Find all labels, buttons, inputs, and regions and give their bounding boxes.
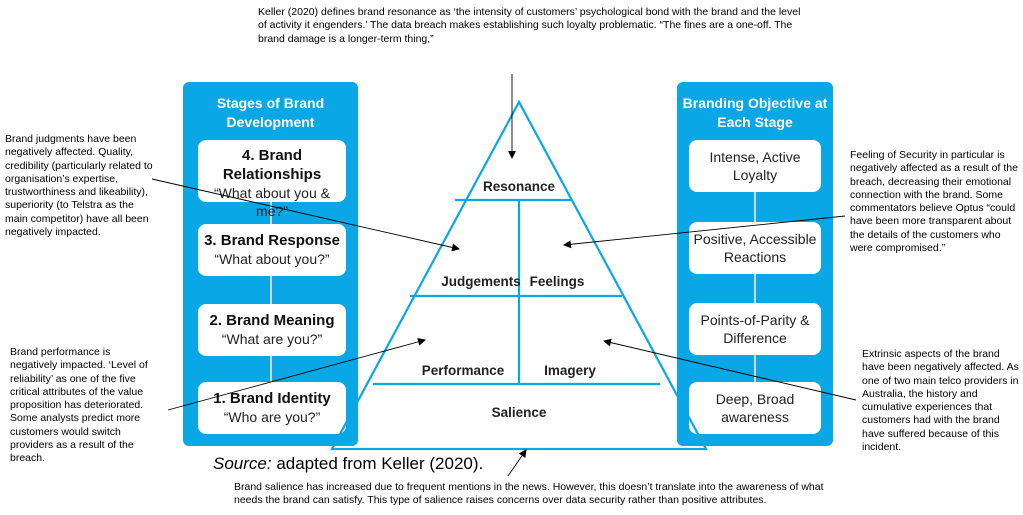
pyramid-salience-label: Salience <box>492 405 547 420</box>
stages-title-line1: Stages of Brand <box>216 95 325 111</box>
top-note: Keller (2020) defines brand resonance as… <box>258 6 801 45</box>
arrow-performance <box>167 337 426 411</box>
stages-panel: Stages of Brand Development 4. Brand Rel… <box>183 82 358 446</box>
stage-3-title: 3. Brand Response <box>204 232 340 249</box>
stage-card-meaning: 2. Brand Meaning “What are you?” <box>198 304 346 356</box>
stage-1-question: “Who are you?” <box>223 409 321 425</box>
pyramid-judgements-label: Judgements <box>441 274 521 289</box>
objective-1-line2: awareness <box>721 409 789 425</box>
judgments-note: Brand judgments have been negatively aff… <box>5 133 153 239</box>
stage-4-title-2: Relationships <box>222 166 322 183</box>
objectives-title-line2: Each Stage <box>717 114 793 130</box>
stages-title-line2: Development <box>226 114 315 130</box>
pyramid-outline <box>330 99 708 451</box>
objective-3-line2: Reactions <box>723 249 787 265</box>
objectives-title-line1: Branding Objective at <box>682 95 828 111</box>
feelings-note: Feeling of Security in particular is neg… <box>850 149 1018 255</box>
objective-2-line2: Difference <box>723 330 787 346</box>
objectives-panel-title: Branding Objective at Each Stage <box>677 94 833 132</box>
stage-1-title: 1. Brand Identity <box>213 390 331 407</box>
arrow-feelings <box>563 215 846 249</box>
source-caption: Source: adapted from Keller (2020). <box>213 454 483 474</box>
stage-4-question: “What about you & me?” <box>214 185 330 219</box>
performance-note: Brand performance is negatively impacted… <box>10 346 148 465</box>
stage-2-title: 2. Brand Meaning <box>209 312 335 329</box>
objective-card-awareness: Deep, Broad awareness <box>689 382 821 434</box>
stage-card-identity: 1. Brand Identity “Who are you?” <box>198 382 346 434</box>
objective-card-reactions: Positive, Accessible Reactions <box>689 222 821 274</box>
source-text: adapted from Keller (2020). <box>271 454 484 473</box>
objectives-connector <box>754 187 756 387</box>
objective-3-line1: Positive, Accessible <box>693 231 817 247</box>
objective-4-line1: Intense, Active <box>709 149 801 165</box>
imagery-note: Extrinsic aspects of the brand have been… <box>862 348 1019 454</box>
objective-2-line1: Points-of-Parity & <box>700 312 810 328</box>
pyramid-resonance-label: Resonance <box>483 179 556 194</box>
arrow-imagery <box>603 338 857 401</box>
objective-4-line2: Loyalty <box>732 167 778 183</box>
objective-card-loyalty: Intense, Active Loyalty <box>689 140 821 192</box>
pyramid-performance-label: Performance <box>422 363 505 378</box>
stage-2-question: “What are you?” <box>221 331 323 347</box>
stages-connector <box>270 192 272 387</box>
source-label: Source: <box>213 454 272 473</box>
objective-1-line1: Deep, Broad <box>715 391 795 407</box>
stage-card-response: 3. Brand Response “What about you?” <box>198 224 346 276</box>
arrow-salience <box>507 449 527 477</box>
pyramid-feelings-label: Feelings <box>530 274 585 289</box>
objective-card-parity: Points-of-Parity & Difference <box>689 303 821 355</box>
stage-4-title: 4. Brand <box>241 147 302 164</box>
pyramid-imagery-label: Imagery <box>544 363 596 378</box>
stages-panel-title: Stages of Brand Development <box>183 94 358 132</box>
stage-card-relationships: 4. Brand Relationships “What about you &… <box>198 140 346 219</box>
stage-3-question: “What about you?” <box>214 251 330 267</box>
objectives-panel: Branding Objective at Each Stage Intense… <box>677 82 833 446</box>
arrow-judgements <box>151 178 460 252</box>
salience-note: Brand salience has increased due to freq… <box>234 481 824 507</box>
